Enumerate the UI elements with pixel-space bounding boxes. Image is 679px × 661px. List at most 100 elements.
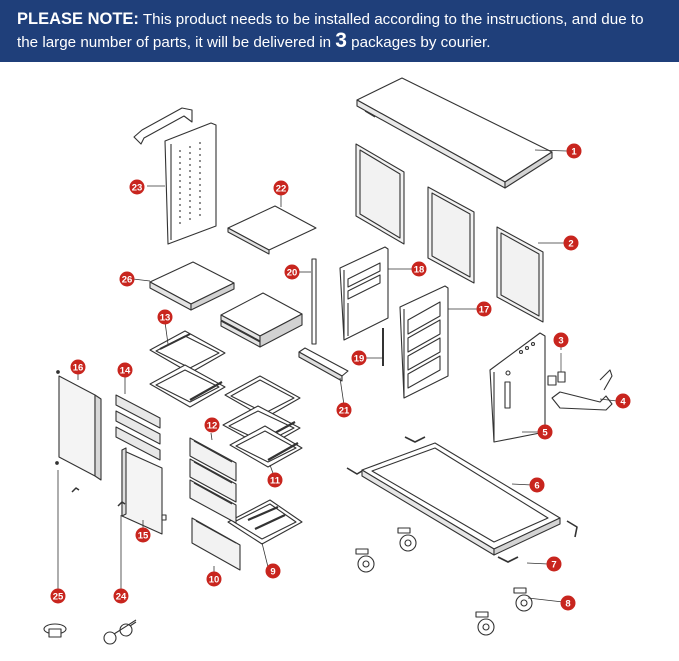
callout-circle: [267, 472, 283, 488]
callout-19: 19: [351, 350, 367, 366]
callout-2: 2: [563, 235, 579, 251]
callout-circle: [135, 527, 151, 543]
package-count: 3: [335, 29, 347, 52]
part-left-panel: [55, 370, 102, 481]
part-side-panel: [489, 332, 546, 443]
callout-24: 24: [113, 588, 129, 604]
callout-number: 5: [542, 427, 548, 438]
callout-circle: [560, 595, 576, 611]
callout-number: 16: [73, 362, 84, 373]
callout-1: 1: [566, 143, 582, 159]
notice-text-2: packages by courier.: [346, 34, 491, 51]
part-worktop: [356, 77, 553, 189]
callout-4: 4: [615, 393, 631, 409]
callout-number: 7: [551, 559, 556, 570]
part-small-bracket: [547, 353, 566, 386]
callout-5: 5: [537, 424, 553, 440]
part-panels: [355, 143, 544, 323]
callout-6: 6: [529, 477, 545, 493]
part-small-fronts: [115, 394, 161, 461]
callout-circle: [113, 588, 129, 604]
part-stacked-shelves: [149, 261, 303, 348]
part-upper-frame: [339, 246, 389, 341]
callout-17: 17: [476, 301, 492, 317]
callout-20: 20: [284, 264, 300, 280]
callout-11: 11: [267, 472, 283, 488]
callout-21: 21: [336, 402, 352, 418]
callout-circle: [119, 271, 135, 287]
callout-number: 14: [120, 365, 131, 376]
callout-circle: [529, 477, 545, 493]
callout-number: 9: [270, 566, 275, 577]
part-pegboard: [133, 107, 217, 245]
part-base-frame: [346, 436, 578, 556]
callout-circle: [563, 235, 579, 251]
part-upper-trays: [149, 330, 226, 408]
callout-circle: [204, 417, 220, 433]
callout-16: 16: [70, 359, 86, 375]
callout-circle: [336, 402, 352, 418]
callout-number: 21: [339, 405, 350, 416]
callout-number: 12: [207, 420, 218, 431]
callout-circle: [273, 180, 289, 196]
callout-number: 22: [276, 183, 287, 194]
callout-8: 8: [560, 595, 576, 611]
callout-number: 24: [116, 591, 127, 602]
callout-26: 26: [119, 271, 135, 287]
part-drawer-set: [222, 375, 303, 468]
callout-12: 12: [204, 417, 220, 433]
callout-number: 8: [565, 598, 570, 609]
callout-circle: [546, 556, 562, 572]
callout-circle: [70, 359, 86, 375]
callout-circle: [284, 264, 300, 280]
notice-label: PLEASE NOTE:: [17, 10, 139, 28]
callout-number: 17: [479, 304, 490, 315]
callout-10: 10: [206, 571, 222, 587]
notice-text-1: This product needs to be installed accor…: [17, 11, 644, 51]
part-shelf: [227, 205, 317, 255]
callout-circle: [117, 362, 133, 378]
part-keys-lock: [43, 619, 137, 645]
callout-circle: [206, 571, 222, 587]
callout-circle: [351, 350, 367, 366]
callout-circle: [537, 424, 553, 440]
callout-number: 25: [53, 591, 64, 602]
callout-number: 13: [160, 312, 171, 323]
part-latch-clips: [71, 487, 126, 507]
callout-13: 13: [157, 309, 173, 325]
callout-circle: [615, 393, 631, 409]
part-crossbar: [298, 347, 349, 382]
callout-number: 6: [534, 480, 539, 491]
notice-banner: PLEASE NOTE: This product needs to be in…: [0, 0, 679, 62]
callout-circle: [411, 261, 427, 277]
part-drawer-side: [121, 447, 167, 535]
callout-circle: [50, 588, 66, 604]
callout-25: 25: [50, 588, 66, 604]
callout-number: 18: [414, 264, 425, 275]
callout-number: 11: [270, 475, 281, 486]
callout-23: 23: [129, 179, 145, 195]
callout-number: 19: [354, 353, 365, 364]
callout-number: 23: [132, 182, 143, 193]
callout-number: 10: [209, 574, 220, 585]
callout-18: 18: [411, 261, 427, 277]
callout-number: 1: [571, 146, 577, 157]
callout-number: 15: [138, 530, 149, 541]
part-vertical-rail: [311, 258, 317, 345]
callout-14: 14: [117, 362, 133, 378]
callout-circle: [157, 309, 173, 325]
part-casters: [355, 527, 533, 636]
callout-circle: [566, 143, 582, 159]
part-callouts: 1234567891011121314151617181920212223242…: [50, 143, 631, 611]
callout-circle: [553, 332, 569, 348]
callout-7: 7: [546, 556, 562, 572]
part-corner-piece: [497, 556, 519, 563]
leader-lines: [57, 149, 618, 603]
callout-3: 3: [553, 332, 569, 348]
exploded-parts-diagram: 1234567891011121314151617181920212223242…: [43, 77, 631, 645]
callout-22: 22: [273, 180, 289, 196]
part-cabinet-frame: [399, 285, 449, 399]
callout-number: 26: [122, 274, 133, 285]
callout-9: 9: [265, 563, 281, 579]
part-drawer-front: [191, 517, 241, 571]
